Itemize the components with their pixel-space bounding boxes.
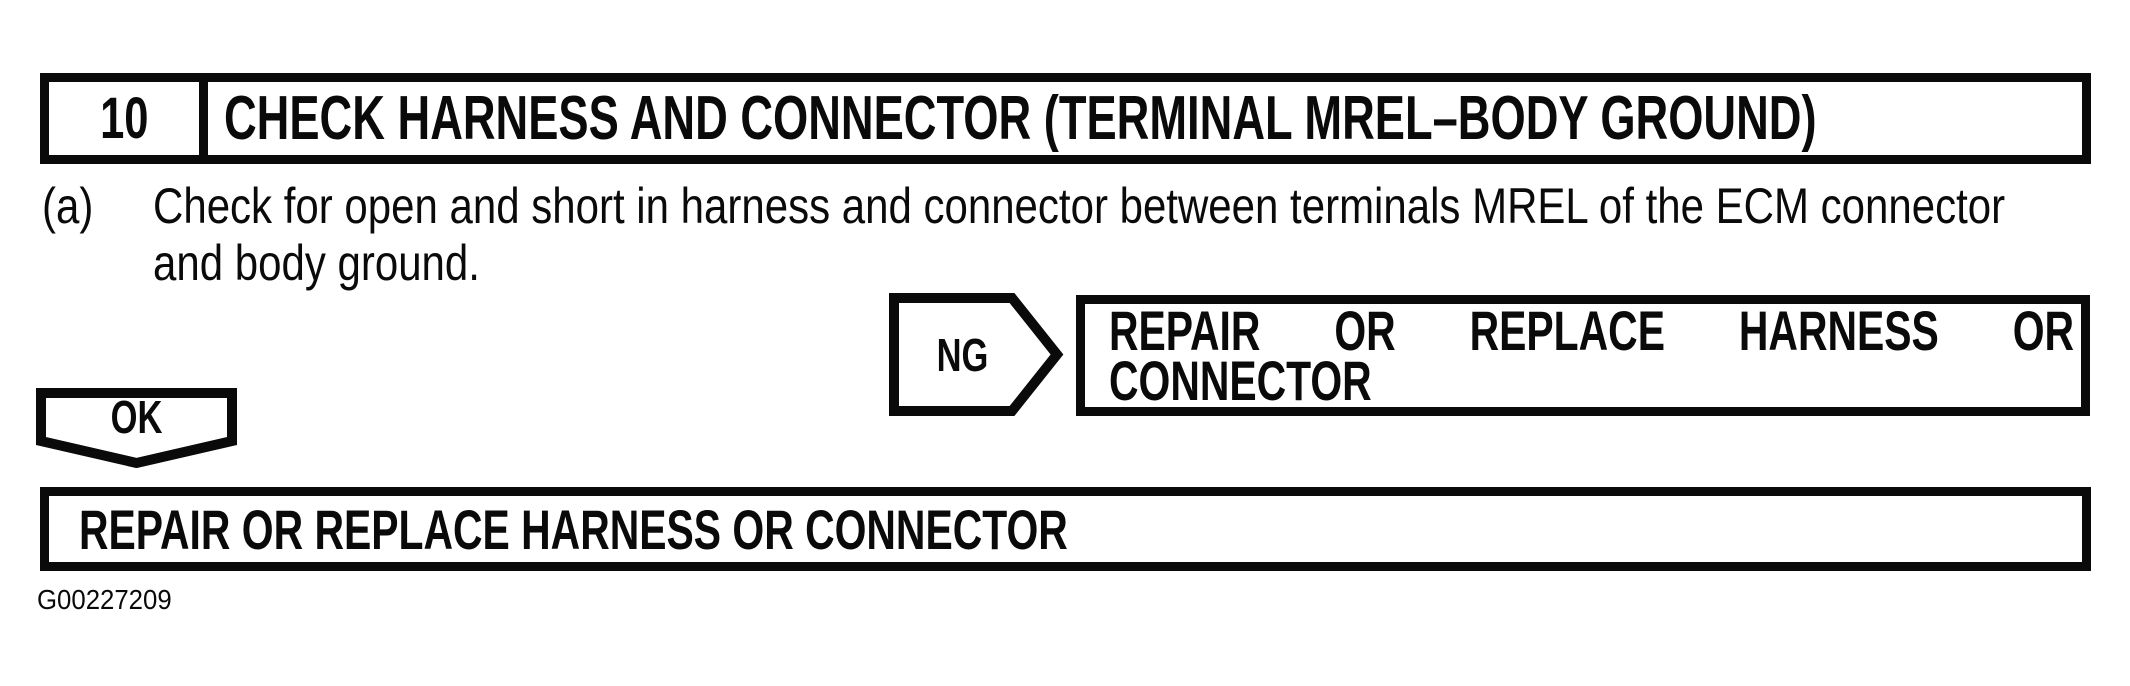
step-header-box: 10 CHECK HARNESS AND CONNECTOR (TERMINAL… (40, 73, 2091, 164)
instruction-line-1: Check for open and short in harness and … (153, 178, 2006, 234)
ng-arrow-icon (889, 293, 1064, 416)
ng-result-line-1: REPAIR OR REPLACE HARNESS OR (1109, 299, 2075, 362)
step-title-cell: CHECK HARNESS AND CONNECTOR (TERMINAL MR… (208, 82, 2082, 155)
final-result-text: REPAIR OR REPLACE HARNESS OR CONNECTOR (79, 497, 1068, 561)
instruction-line-2: and body ground. (153, 235, 480, 291)
ok-label-wrap: OK (36, 388, 237, 446)
ok-label: OK (110, 391, 163, 443)
ng-result-line-2: CONNECTOR (1109, 349, 1372, 412)
ng-label: NG (936, 328, 988, 381)
step-number: 10 (99, 86, 149, 151)
figure-id: G00227209 (37, 584, 172, 615)
final-result-box: REPAIR OR REPLACE HARNESS OR CONNECTOR (40, 487, 2091, 571)
step-number-cell: 10 (49, 82, 208, 155)
ng-result-box: REPAIR OR REPLACE HARNESS OR CONNECTOR (1076, 295, 2090, 416)
instruction-text: Check for open and short in harness and … (153, 178, 2130, 292)
step-title: CHECK HARNESS AND CONNECTOR (TERMINAL MR… (224, 84, 1817, 153)
ok-arrow-icon (36, 388, 237, 468)
instruction-list-label: (a) (42, 178, 94, 234)
ng-label-wrap: NG (889, 293, 1021, 416)
